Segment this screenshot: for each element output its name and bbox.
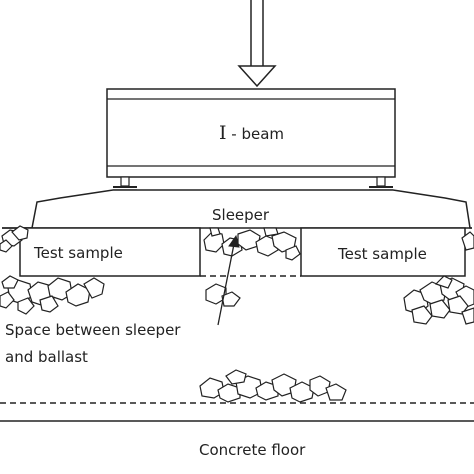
gap-leader [217, 234, 240, 326]
i-beam-label: I - beam [219, 122, 284, 144]
ballast-right-lower [403, 275, 474, 325]
ballast-top-left [0, 225, 29, 253]
ballast-right-top [461, 231, 474, 251]
gap-label-line1: Space between sleeper [5, 321, 181, 339]
ballast-gap-center [203, 227, 301, 261]
i-beam-text: - beam [227, 125, 285, 143]
support-left [113, 176, 137, 191]
i-beam: I - beam [106, 88, 396, 178]
support-right [369, 176, 393, 191]
test-sample-left: Test sample [19, 227, 201, 277]
ballast-left-lower [0, 275, 105, 315]
test-sample-left-label: Test sample [33, 244, 123, 262]
ballast-gap-lower [205, 283, 241, 307]
test-sample-right-label: Test sample [337, 245, 427, 263]
gap-label-line2: and ballast [5, 348, 88, 366]
concrete-floor-label: Concrete floor [199, 441, 306, 459]
sleeper: Sleeper [2, 189, 472, 229]
ballast-bottom-center [199, 369, 347, 403]
i-beam-symbol: I [219, 122, 227, 144]
load-arrow [237, 0, 277, 88]
test-sample-right: Test sample [300, 227, 466, 277]
sleeper-label: Sleeper [212, 206, 270, 224]
